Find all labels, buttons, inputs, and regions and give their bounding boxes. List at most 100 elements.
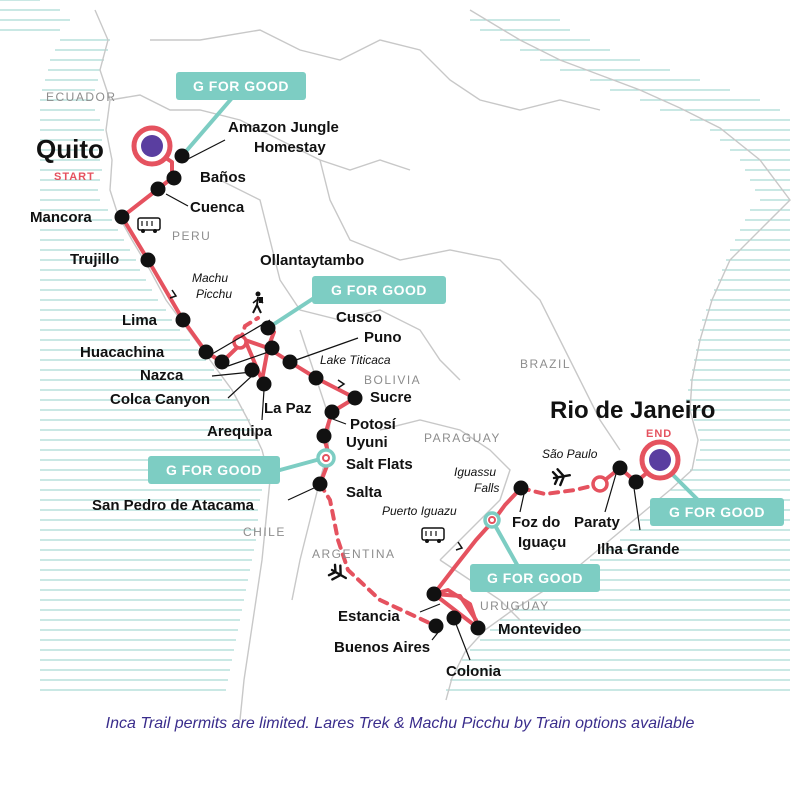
label-saopaulo: São Paulo bbox=[542, 447, 598, 461]
label-puno: Puno bbox=[364, 329, 402, 346]
label-amazon-2: Homestay bbox=[254, 139, 326, 156]
stop-buenosaires bbox=[428, 618, 444, 634]
open-stops bbox=[232, 334, 609, 529]
g-for-good-badge: G FOR GOOD bbox=[176, 72, 306, 100]
dashed-salta-buenosaires bbox=[318, 482, 438, 628]
hiker-icon bbox=[252, 291, 264, 314]
country-argentina: ARGENTINA bbox=[312, 547, 396, 561]
label-start: START bbox=[54, 171, 95, 183]
label-end: END bbox=[646, 428, 672, 440]
label-titicaca: Lake Titicaca bbox=[320, 353, 391, 367]
country-bolivia: BOLIVIA bbox=[364, 373, 421, 387]
dashed-foz-saopaulo bbox=[519, 482, 602, 497]
stop-lapaz bbox=[324, 404, 340, 420]
label-sucre: Sucre bbox=[370, 389, 412, 406]
stop-puertoiguazu-inner bbox=[488, 516, 496, 524]
label-lima: Lima bbox=[122, 312, 158, 329]
connector-amazon bbox=[180, 96, 234, 158]
label-machu-1: Machu bbox=[192, 271, 228, 285]
end-marker bbox=[639, 439, 681, 481]
stop-banos bbox=[166, 170, 182, 186]
label-paraty: Paraty bbox=[574, 514, 621, 531]
country-chile: CHILE bbox=[243, 525, 286, 539]
label-arequipa: Arequipa bbox=[207, 423, 273, 440]
direction-arrow-icon bbox=[169, 289, 464, 551]
start-marker bbox=[131, 125, 173, 167]
stop-arequipa bbox=[256, 376, 272, 392]
connector-puertoiguazu bbox=[490, 518, 522, 572]
country-paraguay: PARAGUAY bbox=[424, 431, 501, 445]
label-machu-2: Picchu bbox=[196, 287, 232, 301]
connector-ollantaytambo bbox=[266, 296, 316, 330]
stop-cusco bbox=[264, 340, 280, 356]
label-iguassu-2: Falls bbox=[474, 481, 499, 495]
stop-saltflats-inner bbox=[322, 454, 330, 462]
label-amazon-1: Amazon Jungle bbox=[228, 119, 339, 136]
stop-nazca bbox=[214, 354, 230, 370]
label-cuenca: Cuenca bbox=[190, 199, 245, 216]
leader-lines bbox=[165, 139, 641, 661]
label-quito: Quito bbox=[36, 134, 104, 164]
city-labels: Quito START Rio de Janeiro END Amazon Ju… bbox=[30, 119, 715, 680]
stop-sucre bbox=[347, 390, 363, 406]
stop-ilhagrande bbox=[628, 474, 644, 490]
label-potosi: Potosí bbox=[350, 416, 397, 433]
stop-iguassu bbox=[513, 480, 529, 496]
label-nazca: Nazca bbox=[140, 367, 184, 384]
bus-icon bbox=[137, 217, 161, 233]
route-south-inner bbox=[432, 592, 478, 622]
country-uruguay: URUGUAY bbox=[480, 599, 550, 613]
bus-icon bbox=[421, 527, 445, 543]
stop-mancora bbox=[114, 209, 130, 225]
stop-puno bbox=[282, 354, 298, 370]
label-salta: Salta bbox=[346, 484, 383, 501]
footer-note: Inca Trail permits are limited. Lares Tr… bbox=[106, 715, 695, 732]
label-rio: Rio de Janeiro bbox=[550, 397, 715, 424]
label-estancia: Estancia bbox=[338, 608, 400, 625]
label-uyuni: Uyuni bbox=[346, 434, 388, 451]
airplane-icon bbox=[551, 468, 571, 487]
g-for-good-badge: G FOR GOOD bbox=[470, 564, 600, 592]
stop-saopaulo bbox=[591, 475, 609, 493]
label-cusco: Cusco bbox=[336, 309, 382, 326]
label-colonia: Colonia bbox=[446, 663, 502, 680]
stop-salta bbox=[312, 476, 328, 492]
stop-huacachina bbox=[198, 344, 214, 360]
country-brazil: BRAZIL bbox=[520, 357, 571, 371]
stop-cuenca bbox=[150, 181, 166, 197]
label-iguassu-1: Iguassu bbox=[454, 465, 496, 479]
stop-amazon bbox=[174, 148, 190, 164]
ocean-hatching bbox=[0, 0, 790, 691]
g-for-good-badge: G FOR GOOD bbox=[650, 498, 784, 526]
stop-lima bbox=[175, 312, 191, 328]
stop-colonia bbox=[446, 610, 462, 626]
stop-titicaca bbox=[308, 370, 324, 386]
label-trujillo: Trujillo bbox=[70, 251, 119, 268]
stop-colca bbox=[244, 362, 260, 378]
stops bbox=[114, 148, 644, 636]
label-foz-1: Foz do bbox=[512, 514, 560, 531]
badge-label: G FOR GOOD bbox=[193, 78, 289, 94]
label-ollantaytambo: Ollantaytambo bbox=[260, 252, 364, 269]
label-foz-2: Iguaçu bbox=[518, 534, 566, 551]
badge-label: G FOR GOOD bbox=[331, 282, 427, 298]
label-buenosaires: Buenos Aires bbox=[334, 639, 430, 656]
stop-montevideo bbox=[470, 620, 486, 636]
airplane-icon bbox=[327, 563, 348, 581]
badge-label: G FOR GOOD bbox=[669, 504, 765, 520]
stop-estancia bbox=[426, 586, 442, 602]
label-huacachina: Huacachina bbox=[80, 344, 165, 361]
label-mancora: Mancora bbox=[30, 209, 92, 226]
stop-uyuni bbox=[316, 428, 332, 444]
label-puertoiguazu: Puerto Iguazu bbox=[382, 504, 457, 518]
g-for-good-badge: G FOR GOOD bbox=[312, 276, 446, 304]
stop-paraty bbox=[612, 460, 628, 476]
label-spatacama: San Pedro de Atacama bbox=[92, 497, 255, 514]
g-for-good-badge: G FOR GOOD bbox=[148, 456, 280, 484]
label-montevideo: Montevideo bbox=[498, 621, 581, 638]
badge-label: G FOR GOOD bbox=[487, 570, 583, 586]
country-peru: PERU bbox=[172, 229, 211, 243]
badge-label: G FOR GOOD bbox=[166, 462, 262, 478]
label-colca: Colca Canyon bbox=[110, 391, 210, 408]
